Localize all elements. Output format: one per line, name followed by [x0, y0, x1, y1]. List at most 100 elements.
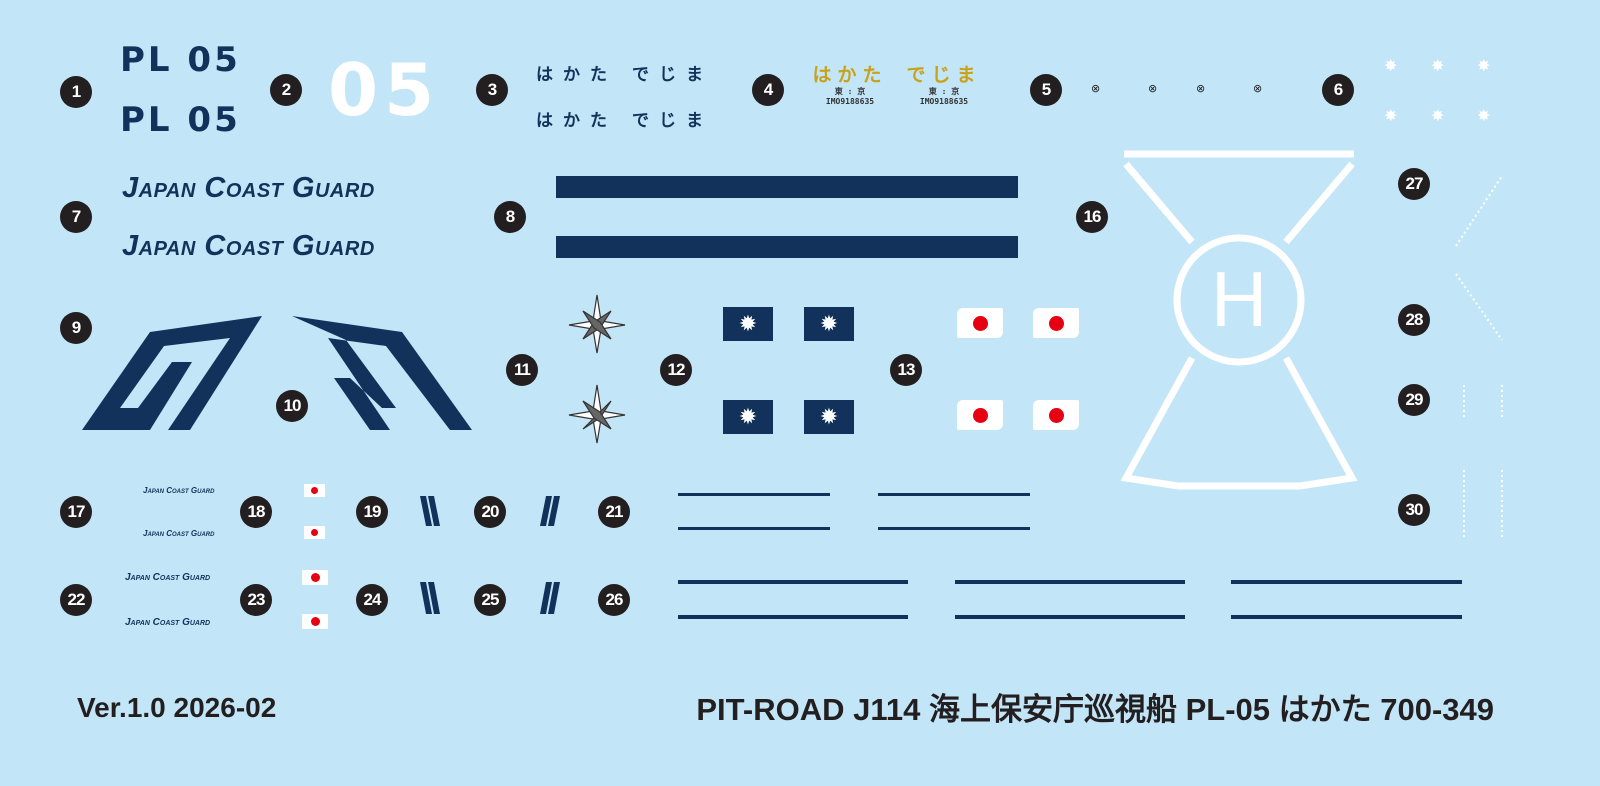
white-star-icon: ✸	[1477, 106, 1491, 125]
helipad-letter: H	[1211, 255, 1267, 343]
decal-number-13: 13	[890, 354, 922, 386]
decal-number-30: 30	[1398, 494, 1430, 526]
jcg-lettering: Japan Coast Guard	[122, 172, 375, 204]
compass-rose-pair	[568, 294, 626, 444]
stern-name-dejima: でじま 東 : 京 IMO9188635	[904, 60, 984, 107]
thin-stripe	[678, 615, 908, 619]
ship-name-dejima: でじま	[632, 111, 713, 131]
japan-flag-small	[302, 570, 328, 585]
ship-name-hakata: はかた	[536, 65, 617, 85]
white-star-icon: ✸	[1477, 56, 1491, 75]
version-label: Ver.1.0 2026-02	[77, 692, 277, 723]
ship-name-hakata: はかた	[536, 111, 617, 131]
slant-mark	[420, 582, 432, 614]
product-title: PIT-ROAD J114 海上保安庁巡視船 PL-05 はかた 700-349	[696, 692, 1494, 727]
white-star-icon: ✸	[1384, 106, 1398, 125]
dotted-railing-marks	[1455, 175, 1503, 540]
jcg-flag-icon: ✹	[804, 400, 854, 434]
port-left: 東	[928, 87, 937, 96]
compass-rose-icon	[568, 384, 626, 444]
decal-number-2: 2	[270, 74, 302, 106]
decal-number-23: 23	[240, 584, 272, 616]
slant-mark	[548, 582, 560, 614]
hull-number-pl05: PL 05	[120, 40, 241, 80]
helipad-marking: H	[1120, 150, 1358, 490]
thin-stripe	[678, 493, 830, 496]
railing-28	[1455, 273, 1503, 341]
slant-mark	[428, 582, 440, 614]
circle-x-mark-icon: ⊗	[1253, 82, 1263, 95]
hull-stripe	[556, 176, 1018, 198]
decal-number-17: 17	[60, 496, 92, 528]
thin-stripe	[678, 527, 830, 530]
railing-27	[1455, 175, 1503, 247]
compass-rose-icon	[568, 294, 626, 354]
decal-number-19: 19	[356, 496, 388, 528]
decal-number-5: 5	[1030, 74, 1062, 106]
decal-number-3: 3	[476, 74, 508, 106]
slant-mark	[540, 496, 552, 526]
decal-number-27: 27	[1398, 168, 1430, 200]
decal-number-18: 18	[240, 496, 272, 528]
decal-number-10: 10	[276, 390, 308, 422]
decal-number-7: 7	[60, 201, 92, 233]
japan-flag-icon	[957, 308, 1003, 338]
japan-flag-small	[302, 614, 328, 629]
jcg-flag-icon: ✹	[804, 307, 854, 341]
decal-number-26: 26	[598, 584, 630, 616]
decal-number-20: 20	[474, 496, 506, 528]
port-right: 京	[951, 87, 960, 96]
thin-stripe	[1231, 615, 1462, 619]
slant-mark	[428, 496, 440, 526]
japan-flag-icon	[957, 400, 1003, 430]
hull-number-pl05: PL 05	[120, 100, 241, 140]
slant-mark	[540, 582, 552, 614]
jcg-flag-icon: ✹	[723, 400, 773, 434]
port-left: 東	[834, 87, 843, 96]
decal-number-1: 1	[60, 76, 92, 108]
japan-flag-small	[304, 484, 325, 497]
japan-flag-icon	[1033, 400, 1079, 430]
thin-stripe	[878, 527, 1030, 530]
white-star-icon: ✸	[1384, 56, 1398, 75]
japan-flag-small	[304, 526, 325, 539]
circle-x-mark-icon: ⊗	[1196, 82, 1206, 95]
thin-stripe	[955, 615, 1185, 619]
jcg-lettering-small: Japan Coast Guard	[143, 529, 215, 538]
imo-number: IMO9188635	[919, 97, 969, 106]
jcg-s-mark-pair	[82, 316, 472, 430]
decal-number-4: 4	[752, 74, 784, 106]
decal-number-29: 29	[1398, 384, 1430, 416]
ship-name-dejima: でじま	[632, 65, 713, 85]
large-hull-number: 05	[328, 48, 441, 132]
decal-number-16: 16	[1076, 201, 1108, 233]
s-mark-left	[82, 316, 262, 430]
white-star-icon: ✸	[1431, 56, 1445, 75]
s-mark-right	[292, 316, 472, 430]
port-right: 京	[857, 87, 866, 96]
thin-stripe	[1231, 580, 1462, 584]
decal-number-12: 12	[660, 354, 692, 386]
circle-x-mark-icon: ⊗	[1091, 82, 1101, 95]
japan-flag-icon	[1033, 308, 1079, 338]
decal-number-24: 24	[356, 584, 388, 616]
stern-name-text: はかた	[812, 64, 888, 86]
decal-number-9: 9	[60, 312, 92, 344]
thin-stripe	[878, 493, 1030, 496]
decal-number-6: 6	[1322, 74, 1354, 106]
thin-stripe	[955, 580, 1185, 584]
slant-stripe-marks	[420, 496, 560, 614]
decal-number-11: 11	[506, 354, 538, 386]
decal-number-21: 21	[598, 496, 630, 528]
imo-number: IMO9188635	[825, 97, 875, 106]
decal-number-22: 22	[60, 584, 92, 616]
decal-number-28: 28	[1398, 304, 1430, 336]
slant-mark	[548, 496, 560, 526]
jcg-flag-icon: ✹	[723, 307, 773, 341]
decal-number-8: 8	[494, 201, 526, 233]
white-star-icon: ✸	[1431, 106, 1445, 125]
decal-number-25: 25	[474, 584, 506, 616]
jcg-lettering: Japan Coast Guard	[122, 230, 375, 262]
jcg-lettering-small: Japan Coast Guard	[143, 486, 215, 495]
stern-name-hakata: はかた 東 : 京 IMO9188635	[810, 60, 890, 107]
